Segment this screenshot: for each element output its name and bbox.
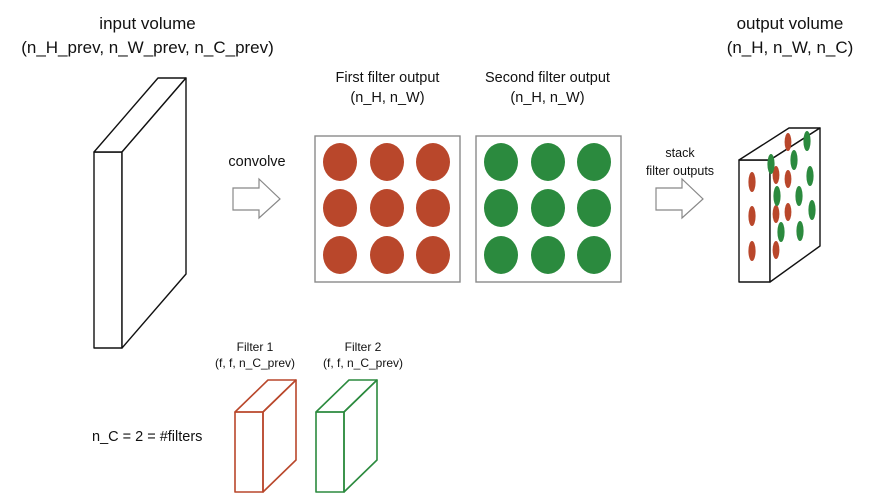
filter2-title: Filter 2 xyxy=(344,340,382,354)
output-side-green-dot xyxy=(795,186,803,206)
green-output-dot xyxy=(484,236,518,274)
green-output-dot xyxy=(531,143,565,181)
output-side-red-dot xyxy=(784,170,792,188)
red-output-dot xyxy=(416,236,450,274)
green-output-dot xyxy=(577,143,611,181)
output-side-red-dot xyxy=(784,203,792,221)
green-output-dot xyxy=(531,189,565,227)
stack-arrow xyxy=(655,177,704,220)
convolve-label: convolve xyxy=(228,154,286,170)
output-side-red-dot xyxy=(772,205,780,223)
first-filter-output-shape: (n_H, n_W) xyxy=(350,90,425,106)
filter1-title: Filter 1 xyxy=(236,340,274,354)
red-output-dot xyxy=(323,236,357,274)
red-output-dot xyxy=(416,189,450,227)
filter1-box xyxy=(234,379,297,493)
green-output-dot xyxy=(484,189,518,227)
red-output-dot xyxy=(416,143,450,181)
filter1-shape: (f, f, n_C_prev) xyxy=(214,356,296,370)
red-output-dot xyxy=(323,143,357,181)
red-output-dot xyxy=(370,236,404,274)
red-output-dot xyxy=(370,143,404,181)
second-filter-output-title: Second filter output xyxy=(485,70,610,86)
green-output-dot xyxy=(577,236,611,274)
output-side-red-dot xyxy=(784,133,792,151)
output-side-red-dot xyxy=(772,166,780,184)
nc-equation: n_C = 2 = #filters xyxy=(92,429,203,445)
input-volume-box xyxy=(93,77,187,349)
output-front-red-dot xyxy=(748,241,756,261)
second-filter-output-shape: (n_H, n_W) xyxy=(510,90,585,106)
output-front-red-dot xyxy=(748,206,756,226)
filter2-shape: (f, f, n_C_prev) xyxy=(322,356,404,370)
green-output-dot xyxy=(484,143,518,181)
green-output-dot xyxy=(531,236,565,274)
output-front-red-dot xyxy=(748,172,756,192)
stack-label-line1: stack xyxy=(665,146,695,160)
output-side-green-dot xyxy=(803,131,811,151)
output-side-green-dot xyxy=(806,166,814,186)
output-side-green-dot xyxy=(808,200,816,220)
output-side-green-dot xyxy=(790,150,798,170)
convolve-arrow xyxy=(232,177,281,220)
red-output-dot xyxy=(370,189,404,227)
input-volume-shape: (n_H_prev, n_W_prev, n_C_prev) xyxy=(21,38,274,57)
output-side-green-dot xyxy=(767,154,775,174)
output-side-green-dot xyxy=(796,221,804,241)
output-volume-title: output volume xyxy=(736,14,844,33)
filter2-box xyxy=(315,379,378,493)
stack-label-line2: filter outputs xyxy=(645,164,715,178)
output-side-green-dot xyxy=(773,186,781,206)
output-volume-shape: (n_H, n_W, n_C) xyxy=(726,38,854,57)
first-filter-output-title: First filter output xyxy=(335,70,440,86)
green-output-dot xyxy=(577,189,611,227)
output-side-green-dot xyxy=(777,222,785,242)
red-output-dot xyxy=(323,189,357,227)
input-volume-title: input volume xyxy=(99,14,196,33)
output-side-red-dot xyxy=(772,241,780,259)
